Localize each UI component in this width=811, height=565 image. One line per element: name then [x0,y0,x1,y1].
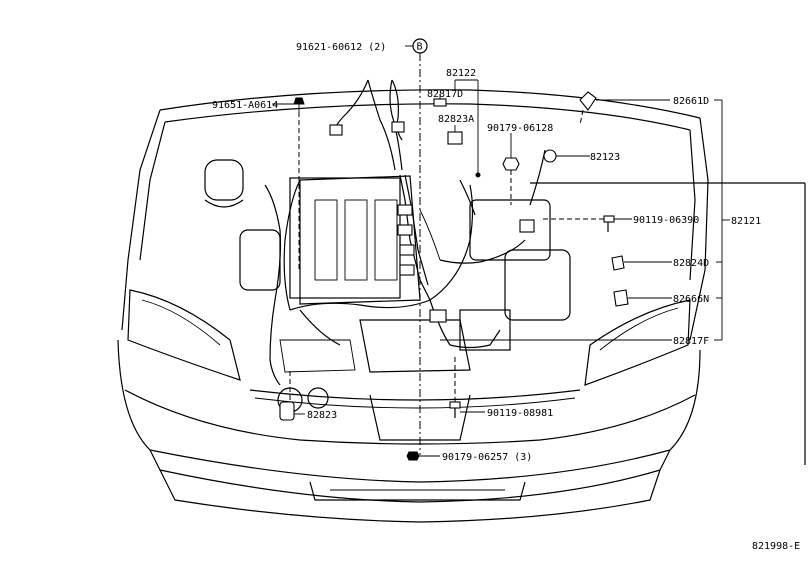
label-circle-b: B [417,42,423,53]
small-parts [279,38,629,461]
engine-block [204,159,571,413]
label-82123: 82123 [590,152,620,163]
leader-lines [272,45,806,465]
label-91651-a0614: 91651-A0614 [212,100,278,111]
label-90179-06257: 90179-06257 (3) [442,452,532,463]
vehicle-body-outline [117,89,709,523]
callout-labels: 91621-60612 (2) B 91651-A0614 82122 8281… [212,42,800,553]
label-82121: 82121 [731,216,761,227]
label-90119-08981: 90119-08981 [487,408,553,419]
label-82817d: 82817D [427,89,463,100]
label-82817f: 82817F [673,336,709,347]
label-82824d: 82824D [673,258,709,269]
label-90179-06128: 90179-06128 [487,123,553,134]
figure-id: 821998-E [752,541,800,552]
label-82122: 82122 [446,68,476,79]
label-82661d: 82661D [673,96,709,107]
label-91621-60612: 91621-60612 (2) [296,42,386,53]
label-82666n: 82666N [673,294,709,305]
label-90119-06390: 90119-06390 [633,215,699,226]
label-82823a: 82823A [438,114,474,125]
wire-harness [264,79,546,386]
label-82823: 82823 [307,410,337,421]
